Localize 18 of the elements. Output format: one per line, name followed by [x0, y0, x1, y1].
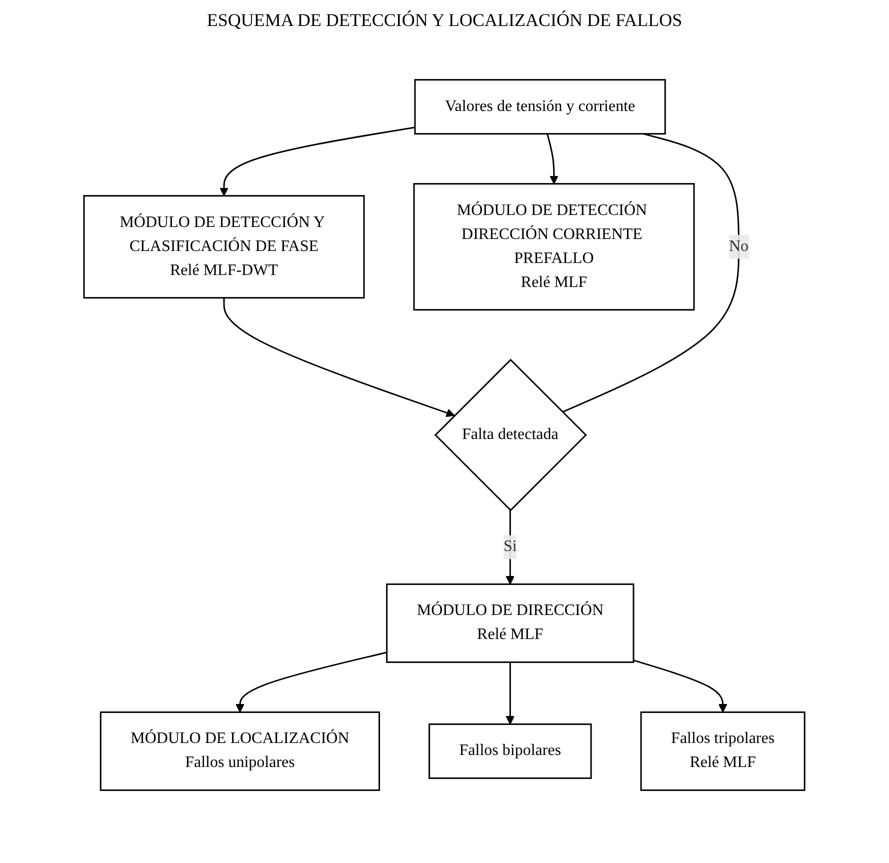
connector: [562, 133, 740, 413]
arrow: [236, 652, 388, 713]
node-box: MÓDULO DE DETECCIÓN Y CLASIFICACIÓN DE FASE Relé MLF-DWT: [83, 195, 365, 299]
node-box: MÓDULO DE LOCALIZACIÓN Fallos unipolares: [100, 711, 380, 791]
edge-label: Si: [504, 538, 518, 556]
arrow: [506, 662, 515, 725]
diagram-title: ESQUEMA DE DETECCIÓN Y LOCALIZACIÓN DE FALLOS: [206, 10, 684, 31]
node-diamond: Falta detectada: [434, 358, 588, 512]
node-box: MÓDULO DE DIRECCIÓN Relé MLF: [386, 583, 634, 663]
node-box: Valores de tensión y corriente: [414, 79, 666, 135]
node-box: MÓDULO DE DETECCIÓN DIRECCIÓN CORRIENTE PREFALLO Relé MLF: [413, 183, 695, 311]
node-box: Fallos tripolares Relé MLF: [640, 711, 806, 791]
arrow: [546, 134, 559, 184]
edge-label: No: [729, 238, 749, 255]
arrow: [633, 660, 728, 713]
arrow: [223, 298, 456, 418]
node-box: Fallos bipolares: [428, 723, 592, 779]
arrow: [220, 126, 416, 196]
